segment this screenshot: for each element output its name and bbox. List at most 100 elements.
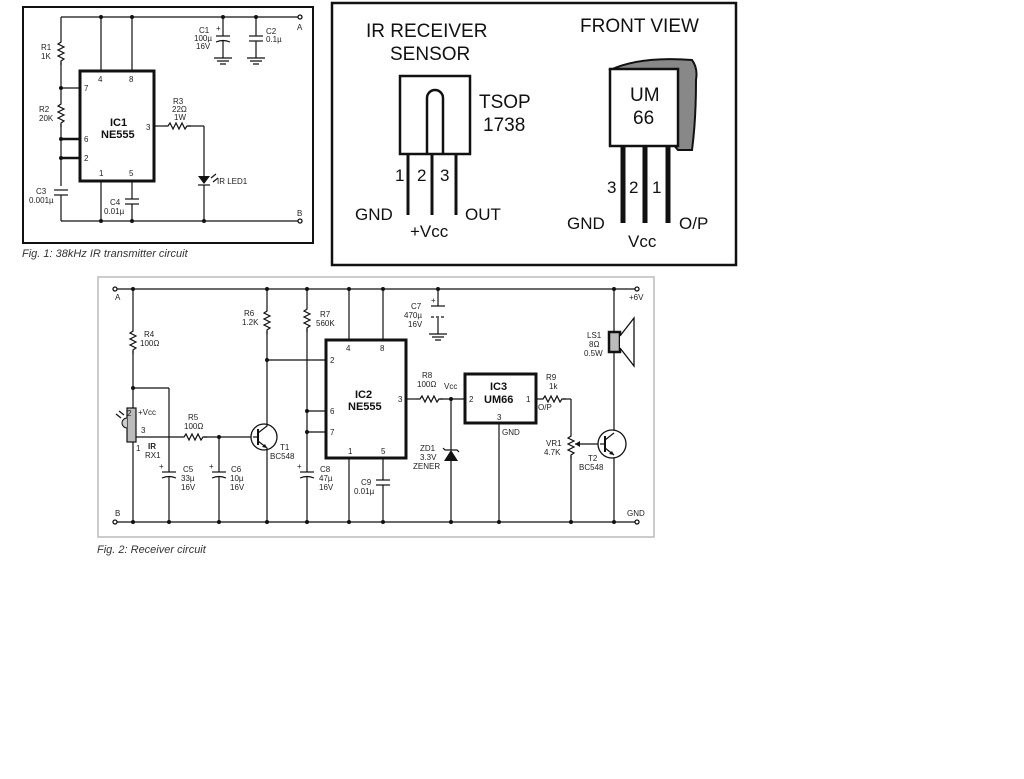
figure-1-caption: Fig. 1: 38kHz IR transmitter circuit: [22, 248, 189, 260]
r3-name: R3: [173, 97, 184, 106]
zener-zd1-icon: [444, 450, 458, 461]
c3-value: 0.001µ: [29, 196, 54, 205]
r6-name: R6: [244, 309, 255, 318]
pinouts-frame: [330, 1, 738, 267]
c4-value: 0.01µ: [104, 207, 125, 216]
potentiometer-vr1: [567, 431, 575, 460]
speaker-ls1: [607, 330, 622, 354]
r8-value: 100Ω: [417, 380, 436, 389]
c1-name: C1: [199, 26, 210, 35]
svg-text:+Vcc: +Vcc: [138, 408, 156, 417]
r1-name: R1: [41, 43, 52, 52]
svg-text:5: 5: [129, 169, 134, 178]
svg-text:3: 3: [398, 395, 403, 404]
t2-name: T2: [588, 454, 598, 463]
resistor-r7: [303, 304, 311, 333]
t1-part: BC548: [270, 452, 295, 461]
r9-name: R9: [546, 373, 557, 382]
c6-name: C6: [231, 465, 242, 474]
terminal-gnd-label: GND: [627, 509, 645, 518]
svg-text:2: 2: [330, 356, 335, 365]
figure-2-receiver: A +6V B GND R4 100Ω 2 +Vcc 3 1 IR RX1 R5…: [97, 276, 655, 556]
ic1-name: IC1: [110, 117, 127, 129]
svg-text:8: 8: [380, 344, 385, 353]
ic2-part: NE555: [348, 401, 382, 413]
zd1-type: ZENER: [413, 462, 440, 471]
svg-text:+: +: [297, 462, 302, 471]
svg-text:+: +: [431, 296, 436, 305]
svg-text:1: 1: [395, 166, 404, 185]
c4-name: C4: [110, 198, 121, 207]
r5-name: R5: [188, 413, 199, 422]
c7-value: 470µ: [404, 311, 422, 320]
tsop-pin-vcc: +Vcc: [410, 222, 449, 241]
svg-text:3: 3: [440, 166, 449, 185]
c7-rating: 16V: [408, 320, 423, 329]
ground-icon: [213, 57, 233, 65]
tsop-title-line1: IR RECEIVER: [366, 21, 487, 42]
um66-pin-gnd: GND: [567, 214, 605, 233]
c7-name: C7: [411, 302, 422, 311]
um66-pin-op: O/P: [679, 214, 708, 233]
c1-value: 100µ: [194, 34, 212, 43]
vr1-name: VR1: [546, 439, 562, 448]
um66-body: [608, 67, 680, 148]
svg-text:4: 4: [98, 75, 103, 84]
resistor-r1: [57, 37, 65, 66]
c5-value: 33µ: [181, 474, 195, 483]
r1-value: 1K: [41, 52, 51, 61]
terminal-b-label: B: [115, 509, 120, 518]
r3-rating: 1W: [174, 113, 186, 122]
svg-text:GND: GND: [502, 428, 520, 437]
c5-name: C5: [183, 465, 194, 474]
pinouts-panel: IR RECEIVER SENSOR TSOP 1738 1 2 3 GND +…: [330, 1, 738, 267]
svg-text:+: +: [209, 462, 214, 471]
tsop-part-line1: TSOP: [479, 92, 531, 113]
r4-name: R4: [144, 330, 155, 339]
tsop-part-line2: 1738: [483, 115, 525, 136]
um66-part-line1: UM: [630, 85, 660, 106]
resistor-r8: [415, 395, 444, 403]
svg-text:5: 5: [381, 447, 386, 456]
figure-2-frame: [97, 276, 655, 538]
svg-text:O/P: O/P: [538, 403, 552, 412]
svg-text:Vcc: Vcc: [444, 382, 457, 391]
ground-icon: [428, 333, 448, 341]
svg-text:7: 7: [84, 84, 89, 93]
ic3-name: IC3: [490, 381, 507, 393]
resistor-r2: [57, 99, 65, 128]
speaker-icon: [619, 316, 635, 368]
svg-text:1: 1: [526, 395, 531, 404]
tsop-pin-out: OUT: [465, 205, 501, 224]
svg-text:3: 3: [141, 426, 146, 435]
svg-text:3: 3: [146, 123, 151, 132]
r2-name: R2: [39, 105, 50, 114]
svg-text:2: 2: [84, 154, 89, 163]
t2-part: BC548: [579, 463, 604, 472]
svg-text:6: 6: [330, 407, 335, 416]
c9-value: 0.01µ: [354, 487, 375, 496]
r6-value: 1.2K: [242, 318, 259, 327]
r8-name: R8: [422, 371, 433, 380]
vr1-value: 4.7K: [544, 448, 561, 457]
tsop-lens: [425, 88, 445, 154]
svg-text:6: 6: [84, 135, 89, 144]
c6-rating: 16V: [230, 483, 245, 492]
t1-name: T1: [280, 443, 290, 452]
resistor-r3: [163, 122, 192, 130]
r7-value: 560K: [316, 319, 335, 328]
c8-value: 47µ: [319, 474, 333, 483]
svg-text:3: 3: [607, 178, 616, 197]
svg-text:8: 8: [129, 75, 134, 84]
svg-text:1: 1: [652, 178, 661, 197]
tsop-pin-gnd: GND: [355, 205, 393, 224]
svg-text:2: 2: [417, 166, 426, 185]
terminal-a-label: A: [297, 23, 303, 32]
ic2-ne555: [324, 338, 408, 460]
c2-value: 0.1µ: [266, 35, 282, 44]
c2-name: C2: [266, 27, 277, 36]
c9-name: C9: [361, 478, 372, 487]
terminal-b: [297, 218, 303, 224]
svg-text:+: +: [159, 462, 164, 471]
um66-part-line2: 66: [633, 108, 654, 129]
